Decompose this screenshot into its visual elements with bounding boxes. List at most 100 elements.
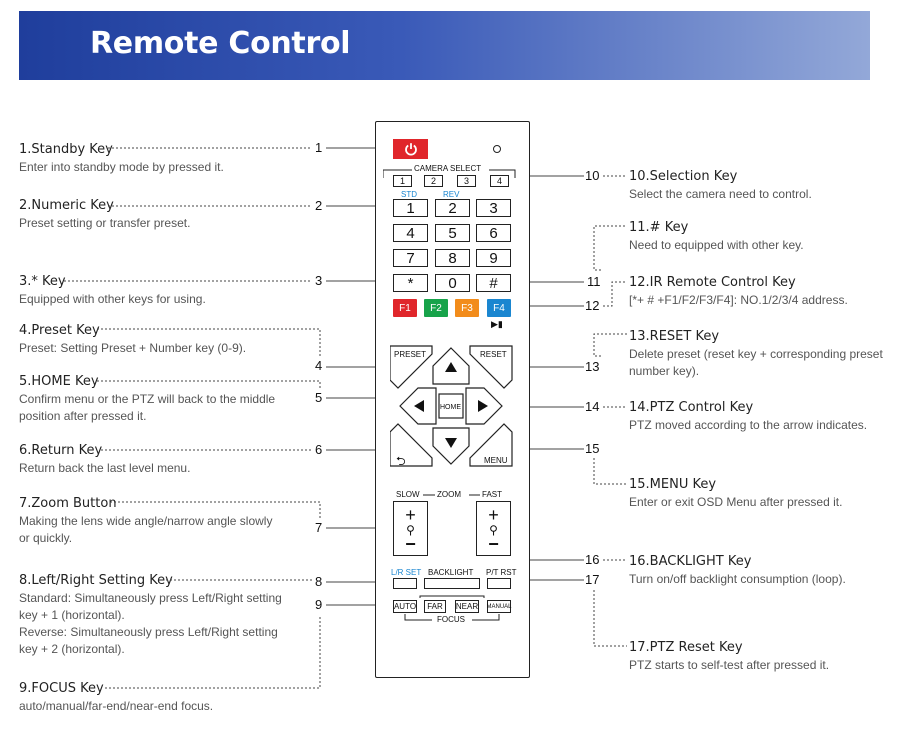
zoom-label-dashes [423, 494, 480, 496]
power-icon [404, 143, 417, 156]
item-desc: Delete preset (reset key + corresponding… [629, 347, 883, 378]
number-3-button[interactable]: 3 [476, 199, 511, 217]
item-focus-key: 9.FOCUS Key auto/manual/far-end/near-end… [19, 680, 309, 715]
item-title: 7.Zoom Button [19, 496, 117, 511]
focus-auto-button[interactable]: AUTO [393, 600, 417, 613]
rev-label: REV [443, 190, 460, 199]
page-title: Remote Control [90, 26, 351, 61]
focus-near-button[interactable]: NEAR [455, 600, 479, 613]
item-home-key: 5.HOME Key Confirm menu or the PTZ will … [19, 373, 309, 425]
menu-button[interactable] [469, 423, 513, 467]
zoom-label: ZOOM [437, 490, 461, 499]
number-0-button[interactable]: 0 [435, 274, 470, 292]
camera-select-2-button[interactable]: 2 [424, 175, 443, 187]
callout-number: 8 [315, 574, 323, 589]
focus-label: FOCUS [437, 615, 465, 624]
number-2-button[interactable]: 2 [435, 199, 470, 217]
item-reset-key: 13.RESET Key Delete preset (reset key + … [629, 328, 889, 380]
zoom-fast-label: FAST [482, 490, 503, 499]
item-title: 12.IR Remote Control Key [629, 275, 796, 290]
item-menu-key: 15.MENU Key Enter or exit OSD Menu after… [629, 476, 889, 511]
zoom-in-icon: + [488, 504, 499, 525]
remote-control: CAMERA SELECT 1 2 3 4 STD REV 1 2 3 4 5 … [375, 121, 530, 678]
reset-label: RESET [480, 350, 507, 359]
callout-number: 14 [585, 399, 600, 414]
right-arrow-icon [478, 400, 488, 412]
number-5-button[interactable]: 5 [435, 224, 470, 242]
f4-button[interactable]: F4 [487, 299, 511, 317]
item-title: 6.Return Key [19, 443, 103, 458]
item-desc: Turn on/off backlight consumption (loop)… [629, 572, 846, 586]
callout-number: 9 [315, 597, 323, 612]
zoom-slow-button[interactable]: + ⚲ − [393, 501, 428, 556]
number-4-button[interactable]: 4 [393, 224, 428, 242]
f1-button[interactable]: F1 [393, 299, 417, 317]
callout-number: 13 [585, 359, 600, 374]
number-9-button[interactable]: 9 [476, 249, 511, 267]
backlight-button[interactable] [424, 578, 480, 589]
std-label: STD [401, 190, 417, 199]
f2-button[interactable]: F2 [424, 299, 448, 317]
number-8-button[interactable]: 8 [435, 249, 470, 267]
number-7-button[interactable]: 7 [393, 249, 428, 267]
item-title: 3.* Key [19, 274, 66, 289]
item-desc: Equipped with other keys for using. [19, 292, 206, 306]
callout-number: 6 [315, 442, 323, 457]
item-desc: [*+ # +F1/F2/F3/F4]: NO.1/2/3/4 address. [629, 293, 848, 307]
standby-button[interactable] [393, 139, 428, 159]
item-desc: Enter into standby mode by pressed it. [19, 160, 224, 174]
item-title: 15.MENU Key [629, 477, 717, 492]
home-button[interactable] [438, 393, 464, 419]
camera-select-3-button[interactable]: 3 [457, 175, 476, 187]
callout-number: 17 [585, 572, 600, 587]
f3-button[interactable]: F3 [455, 299, 479, 317]
callout-number: 2 [315, 198, 323, 213]
item-ir-remote-key: 12.IR Remote Control Key [*+ # +F1/F2/F3… [629, 274, 889, 309]
camera-select-4-button[interactable]: 4 [490, 175, 509, 187]
camera-select-1-button[interactable]: 1 [393, 175, 412, 187]
focus-far-button[interactable]: FAR [424, 600, 446, 613]
item-desc: PTZ starts to self-test after pressed it… [629, 658, 830, 672]
item-title: 4.Preset Key [19, 323, 100, 338]
play-pause-icon: ▶▮ [491, 319, 503, 329]
reset-button[interactable] [469, 345, 513, 389]
star-button[interactable]: * [393, 274, 428, 292]
item-hash-key: 11.# Key Need to equipped with other key… [629, 219, 889, 254]
item-title: 16.BACKLIGHT Key [629, 554, 752, 569]
callout-number: 11 [587, 274, 601, 289]
number-6-button[interactable]: 6 [476, 224, 511, 242]
preset-button[interactable] [390, 345, 433, 389]
lr-set-button[interactable] [393, 578, 417, 589]
header-banner: Remote Control [19, 11, 870, 80]
item-title: 17.PTZ Reset Key [629, 640, 743, 655]
callout-number: 3 [315, 273, 323, 288]
preset-label: PRESET [394, 350, 427, 359]
item-title: 10.Selection Key [629, 169, 738, 184]
ptz-cluster [390, 345, 513, 467]
down-arrow-icon [445, 438, 457, 448]
callout-number: 7 [315, 520, 323, 535]
camera-select-label: CAMERA SELECT [414, 164, 482, 173]
number-1-button[interactable]: 1 [393, 199, 428, 217]
return-button[interactable] [390, 423, 433, 467]
item-desc: Preset setting or transfer preset. [19, 216, 191, 230]
ptrst-button[interactable] [487, 578, 511, 589]
item-ptz-reset-key: 17.PTZ Reset Key PTZ starts to self-test… [629, 639, 889, 674]
focus-manual-button[interactable]: MANUAL [487, 600, 512, 613]
callout-number: 12 [585, 298, 600, 313]
callout-number: 4 [315, 358, 323, 373]
item-title: 1.Standby Key [19, 142, 113, 157]
zoom-fast-button[interactable]: + ⚲ − [476, 501, 511, 556]
hash-button[interactable]: # [476, 274, 511, 292]
callout-number: 1 [315, 140, 323, 155]
magnifier-icon: ⚲ [489, 522, 498, 537]
item-desc: Standard: Simultaneously press Left/Righ… [19, 591, 282, 656]
backlight-label: BACKLIGHT [428, 568, 474, 577]
item-desc: Enter or exit OSD Menu after pressed it. [629, 495, 843, 509]
focus-bracket [404, 595, 500, 621]
zoom-out-icon: − [488, 533, 499, 554]
item-desc: Return back the last level menu. [19, 461, 191, 475]
item-standby-key: 1.Standby Key Enter into standby mode by… [19, 141, 309, 176]
callout-number: 5 [315, 390, 323, 405]
lr-set-label: L/R SET [391, 568, 422, 577]
